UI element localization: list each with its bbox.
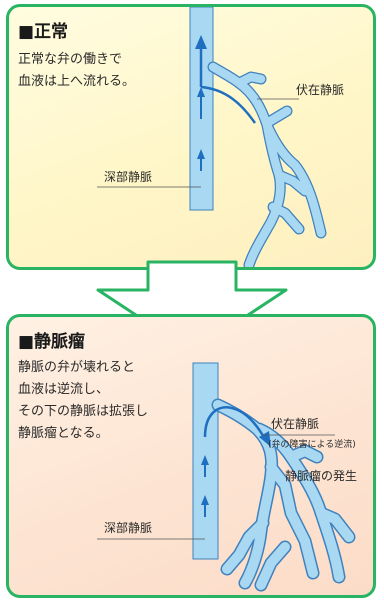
normal-vein-illustration: [97, 7, 327, 267]
varicose-description: 静脈の弁が壊れると 血液は逆流し、 その下の静脈は拡張し 静脈瘤となる。: [18, 360, 149, 441]
varicose-superficial-vein-note: (弁の障害による逆流): [268, 440, 356, 450]
normal-deep-vein-label: 深部静脈: [104, 170, 153, 184]
dilated-superficial-vein: [211, 398, 356, 592]
varix-label: 静脈瘤の発生: [285, 469, 358, 483]
varicose-deep-vein-label: 深部静脈: [104, 521, 153, 535]
upward-flow-arrows: [195, 35, 257, 171]
normal-superficial-vein-label: 伏在静脈: [296, 83, 345, 97]
varicose-superficial-vein-label: 伏在静脈: [271, 417, 320, 431]
superficial-vein: [207, 61, 327, 267]
normal-title: ■正常: [18, 22, 69, 42]
varicose-vein-illustration: [97, 362, 356, 592]
normal-description: 正常な弁の働きで 血液は上へ流れる。: [18, 52, 136, 89]
reflux-flow-arrows: [201, 406, 271, 517]
normal-panel: ■正常 正常な弁の働きで 血液は上へ流れる。 伏在静脈 深部静脈: [6, 4, 376, 270]
varicose-title: ■静脈瘤: [18, 332, 86, 352]
varicose-panel: ■静脈瘤 静脈の弁が壊れると 血液は逆流し、 その下の静脈は拡張し 静脈瘤となる…: [6, 314, 376, 598]
